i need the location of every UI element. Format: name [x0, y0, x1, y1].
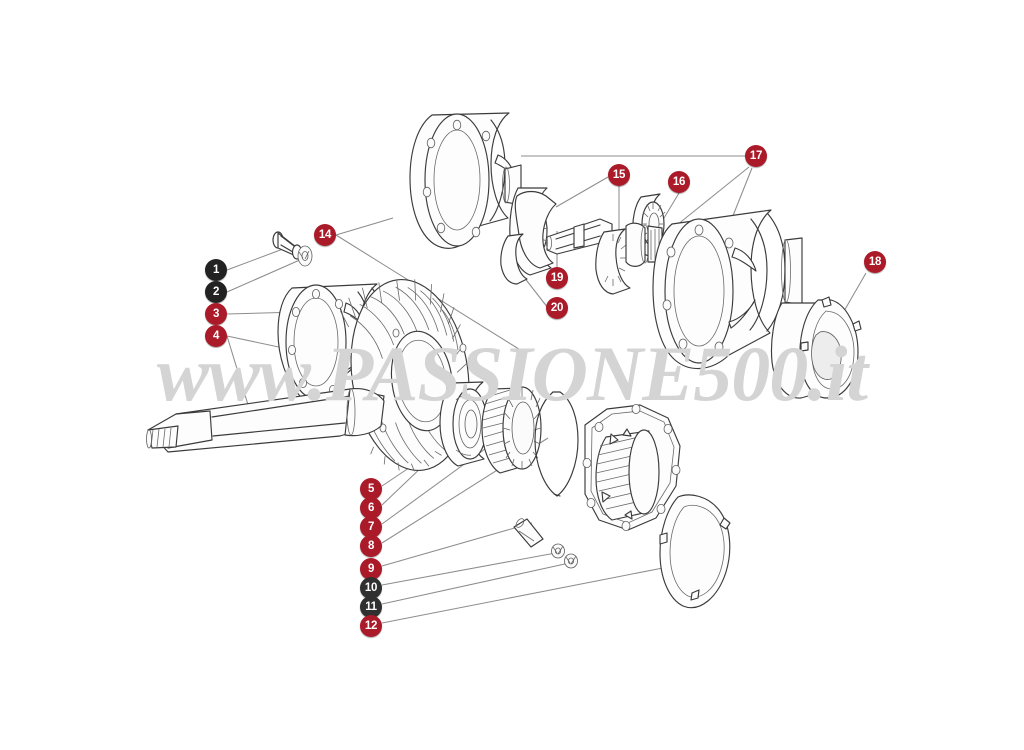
part-pinion-shaft	[146, 388, 385, 453]
callout-badge-20[interactable]: 20	[546, 297, 568, 319]
part-differential-side-gear	[514, 190, 557, 269]
callout-badge-3[interactable]: 3	[205, 303, 227, 325]
part-snap-ring	[534, 391, 579, 497]
part-small-bevel-gear	[500, 233, 528, 285]
part-differential-case-right	[652, 209, 803, 370]
part-splined-hub-cluster	[595, 222, 663, 295]
callout-badge-15[interactable]: 15	[608, 164, 630, 186]
callout-badge-19[interactable]: 19	[546, 267, 568, 289]
part-bearing-lock-ring	[659, 494, 731, 609]
callout-badge-5[interactable]: 5	[360, 478, 382, 500]
part-small-nuts	[551, 543, 578, 569]
part-differential-case-flange-upper	[409, 112, 522, 249]
callout-badge-10[interactable]: 10	[360, 577, 382, 599]
part-adjuster-ring-nut	[481, 386, 542, 474]
part-cross-pin-shaft	[546, 218, 613, 255]
callout-badge-1[interactable]: 1	[205, 259, 227, 281]
callout-badge-12[interactable]: 12	[360, 615, 382, 637]
callout-badge-2[interactable]: 2	[205, 281, 227, 303]
callout-badge-7[interactable]: 7	[360, 516, 382, 538]
callout-badge-4[interactable]: 4	[205, 325, 227, 347]
callout-badge-14[interactable]: 14	[314, 224, 336, 246]
callout-badge-11[interactable]: 11	[360, 596, 382, 618]
part-bearing-carrier-flange	[582, 403, 681, 532]
callout-badge-16[interactable]: 16	[668, 171, 690, 193]
part-bearing-cover-cap	[770, 296, 862, 399]
part-dowel-pin	[513, 518, 544, 548]
callout-badge-9[interactable]: 9	[360, 558, 382, 580]
callout-badge-8[interactable]: 8	[360, 535, 382, 557]
watermark: www.PASSIONE500.it	[156, 330, 868, 417]
callout-badge-17[interactable]: 17	[745, 145, 767, 167]
callout-badge-6[interactable]: 6	[360, 497, 382, 519]
part-side-bearing	[439, 381, 488, 467]
part-bolt-washer	[272, 231, 313, 267]
callout-badge-18[interactable]: 18	[864, 251, 886, 273]
